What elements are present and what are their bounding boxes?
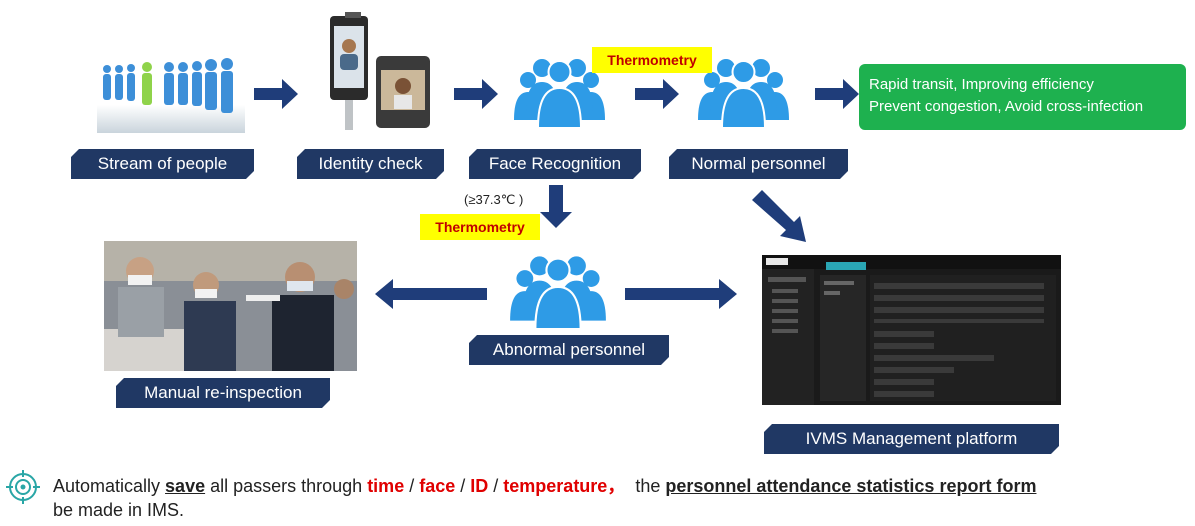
face-recognition-label: Face Recognition: [469, 149, 641, 179]
manual-reinspection-photo: [104, 241, 357, 371]
face-terminal-device-image: [330, 12, 430, 130]
arrow-abnormal-to-ivms: [625, 279, 737, 309]
arrow-stream-to-identity: [254, 79, 298, 109]
benefits-line-1: Rapid transit, Improving efficiency: [869, 76, 1094, 93]
abnormal-personnel-people-icon: [510, 256, 606, 331]
normal-personnel-people-icon: [698, 59, 789, 128]
ivms-platform-screenshot: [762, 255, 1061, 405]
arrow-normal-to-ivms: [752, 190, 806, 242]
stream-of-people-label: Stream of people: [71, 149, 254, 179]
thermometry-tag-bottom: Thermometry: [420, 214, 540, 240]
arrow-face-to-abnormal: [540, 185, 572, 228]
arrow-face-to-normal: [635, 79, 679, 109]
stream-of-people-image: [97, 58, 245, 133]
arrow-normal-to-benefits: [815, 79, 859, 109]
arrow-abnormal-to-manual: [375, 279, 487, 309]
thermometry-tag-top: Thermometry: [592, 47, 712, 73]
footer-statement: Automatically save all passers through t…: [53, 476, 1037, 520]
manual-reinspection-label: Manual re-inspection: [116, 378, 330, 408]
target-icon: [6, 470, 40, 504]
face-recognition-people-icon: [514, 59, 605, 128]
ivms-platform-label: IVMS Management platform: [764, 424, 1059, 454]
identity-check-label: Identity check: [297, 149, 444, 179]
benefits-box: Rapid transit, Improving efficiency Prev…: [859, 64, 1186, 130]
abnormal-personnel-label: Abnormal personnel: [469, 335, 669, 365]
normal-personnel-label: Normal personnel: [669, 149, 848, 179]
temperature-threshold: (≥37.3℃ ): [464, 192, 524, 207]
benefits-line-2: Prevent congestion, Avoid cross-infectio…: [869, 98, 1144, 115]
arrow-identity-to-face: [454, 79, 498, 109]
